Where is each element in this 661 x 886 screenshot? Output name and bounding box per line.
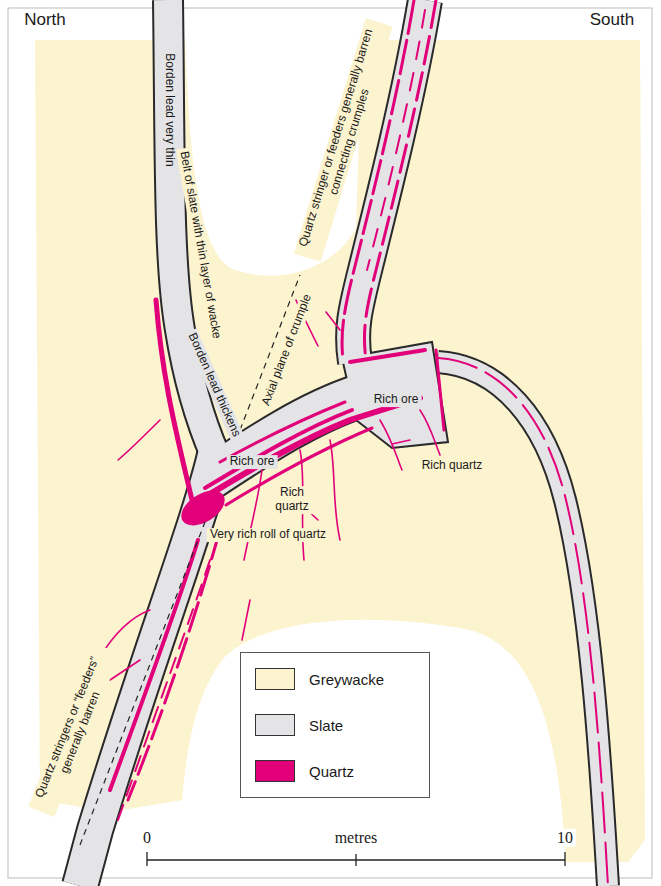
axial-plane-line bbox=[80, 275, 300, 845]
compass-label: South bbox=[587, 10, 637, 30]
annotation: Very rich roll of quartz bbox=[207, 528, 329, 542]
legend-entry: Greywacke bbox=[241, 659, 429, 699]
compass-label: North bbox=[21, 10, 69, 30]
legend-swatch bbox=[255, 668, 295, 690]
legend-entry: Quartz bbox=[241, 751, 429, 791]
scale-label: 0 bbox=[140, 829, 154, 847]
scale-bar bbox=[147, 852, 565, 866]
quartz-roll bbox=[175, 483, 231, 532]
quartz-veins bbox=[110, 0, 608, 886]
legend-text: Quartz bbox=[309, 763, 354, 780]
legend-swatch bbox=[255, 760, 295, 782]
legend-swatch bbox=[255, 714, 295, 736]
annotation: Rich ore bbox=[227, 455, 278, 469]
scale-label: metres bbox=[332, 829, 381, 847]
scale-label: 10 bbox=[554, 829, 576, 847]
annotation: Rich quartz bbox=[267, 486, 317, 514]
legend-entry: Slate bbox=[241, 705, 429, 745]
slate-outline bbox=[80, 0, 608, 886]
slate-band bbox=[80, 0, 608, 886]
annotation: Borden lead very thin bbox=[162, 50, 176, 169]
legend-text: Slate bbox=[309, 717, 343, 734]
quartz-stringers bbox=[98, 300, 440, 680]
legend-box: GreywackeSlateQuartz bbox=[240, 652, 430, 798]
annotation: Rich ore bbox=[371, 393, 422, 407]
annotation: Rich quartz bbox=[419, 459, 486, 473]
legend-text: Greywacke bbox=[309, 671, 384, 688]
